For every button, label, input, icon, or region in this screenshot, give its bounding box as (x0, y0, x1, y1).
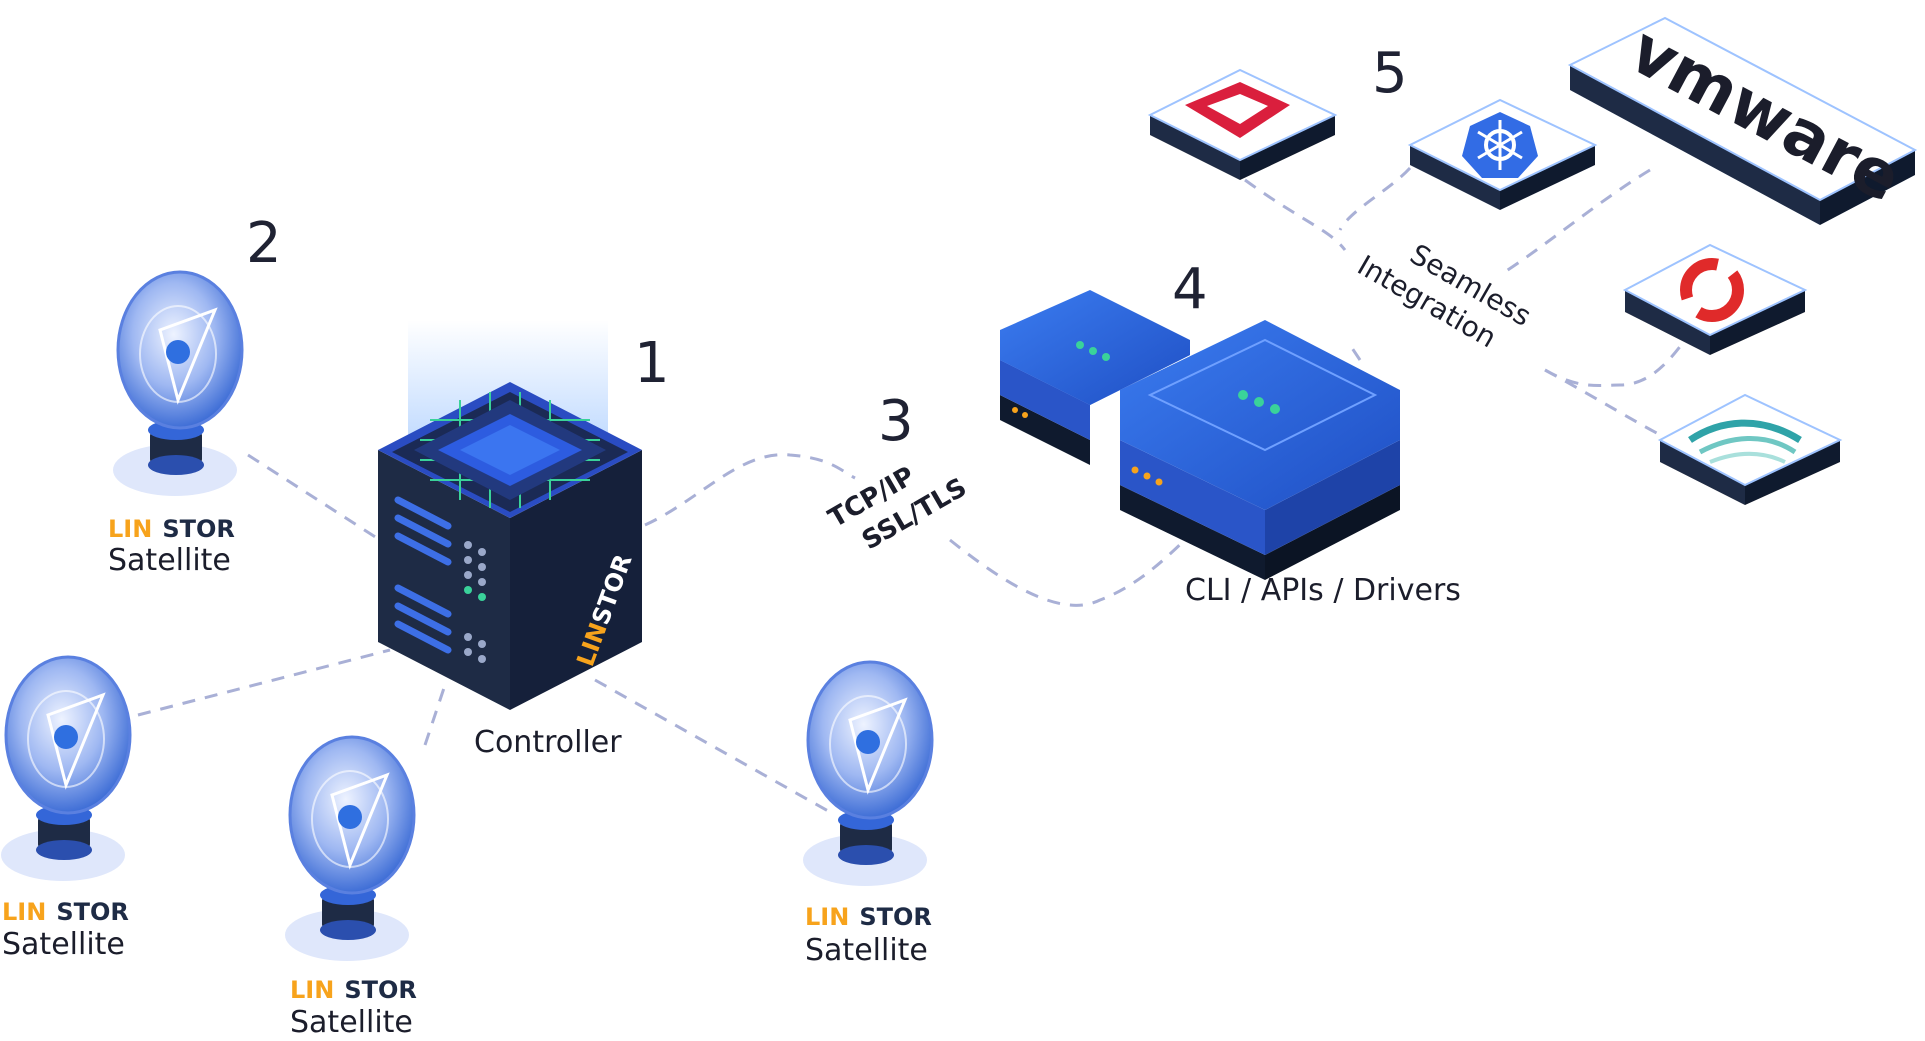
brand-lin: LIN (108, 515, 152, 543)
satellite-label-1: LIN STOR Satellite (108, 515, 235, 578)
svg-text:Satellite: Satellite (805, 933, 928, 968)
kubernetes-icon (1407, 98, 1598, 210)
openshift-icon (1622, 243, 1808, 355)
svg-text:LINSTOR: LINSTOR (290, 976, 417, 1004)
api-server-small (1000, 290, 1190, 465)
step-number-2: 2 (246, 211, 282, 276)
step-number-5: 5 (1372, 41, 1408, 106)
api-server-large (1120, 320, 1400, 580)
satellite-text: Satellite (108, 543, 231, 578)
step-number-4: 4 (1172, 257, 1208, 322)
openstack-icon (1147, 68, 1338, 180)
connector-lines (137, 166, 1687, 814)
controller-server: LINSTOR (378, 320, 642, 710)
svg-text:LINSTOR: LINSTOR (2, 898, 129, 926)
svg-text:Satellite: Satellite (2, 927, 125, 962)
svg-text:LINSTOR: LINSTOR (805, 903, 932, 931)
integration-label: Seamless Integration (1352, 237, 1537, 354)
controller-label: Controller (474, 725, 622, 760)
cloudstack-icon (1657, 393, 1843, 505)
step-number-3: 3 (878, 389, 914, 454)
interfaces-label: CLI / APIs / Drivers (1185, 573, 1461, 608)
step-number-1: 1 (634, 331, 670, 396)
vmware-logo: vmware (1567, 11, 1918, 225)
satellite-dish (113, 270, 244, 496)
protocol-label: TCP/IP SSL/TLS (824, 461, 973, 556)
svg-text:LINSTOR: LIN STOR (108, 515, 235, 543)
svg-text:Satellite: Satellite (290, 1005, 413, 1040)
brand-stor: STOR (162, 515, 235, 543)
